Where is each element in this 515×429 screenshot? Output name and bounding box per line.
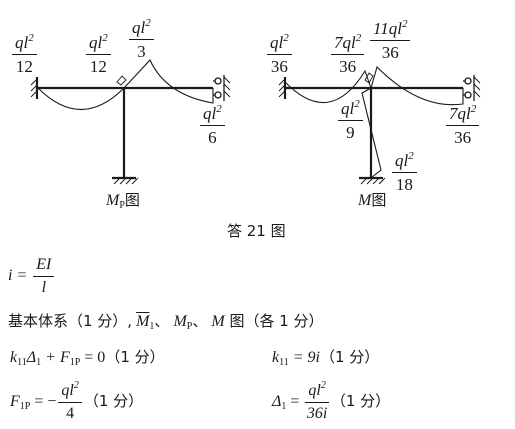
left-diagram-label: MP图 [106, 191, 140, 211]
typical-equation: k11Δ1 + F1P = 0（1 分） [10, 348, 165, 368]
right-diagram-label: M图 [358, 191, 387, 209]
left-frame [30, 59, 231, 185]
figure-caption: 答 21 图 [227, 222, 286, 240]
scoring-line-diagrams: 基本体系（1 分）, M1、 MP、 M 图（各 1 分） [8, 312, 324, 332]
right-frame [278, 65, 481, 185]
stiffness-coefficient: k11 = 9i（1 分） [272, 348, 380, 368]
bending-moment-diagrams [30, 59, 481, 185]
